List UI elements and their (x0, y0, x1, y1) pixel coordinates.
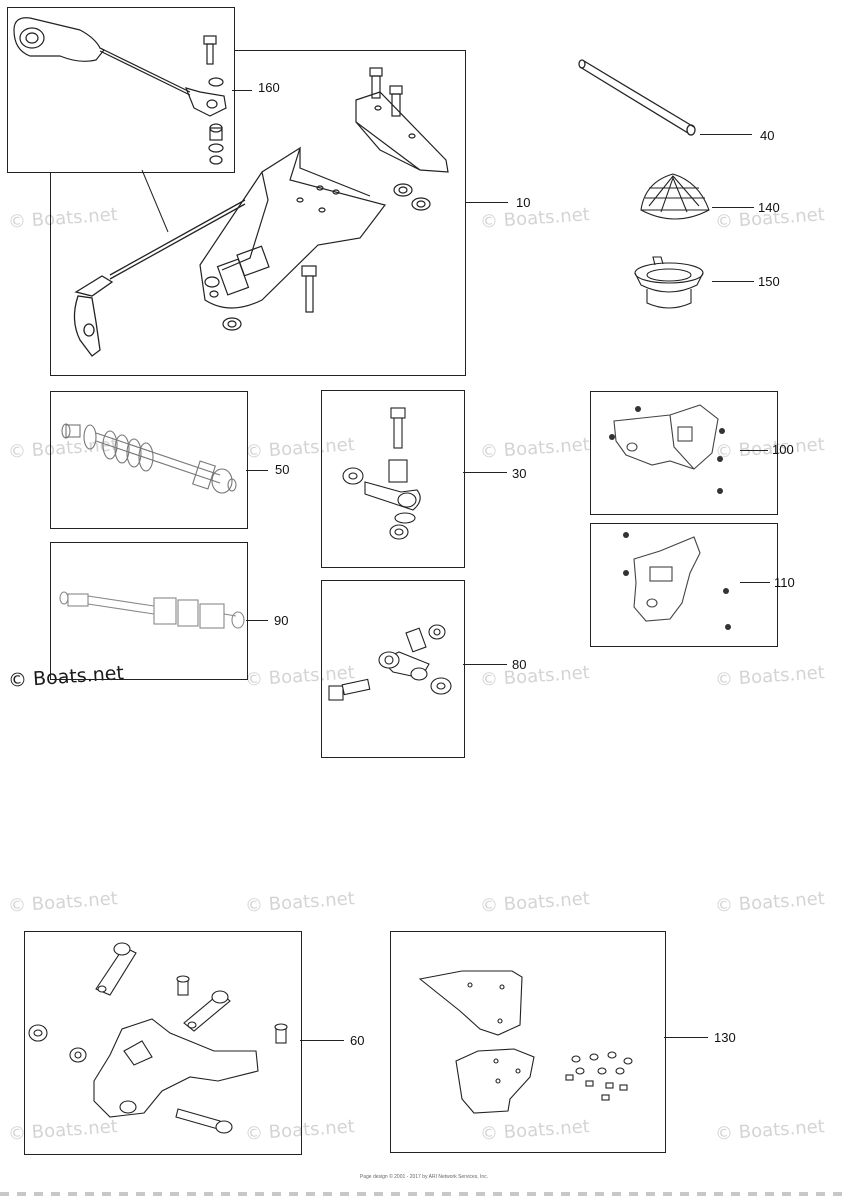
part-50-frame (50, 391, 248, 529)
bracket-kit-60-drawing (28, 942, 288, 1134)
part-130-frame (390, 931, 666, 1153)
part-10-frame (50, 50, 466, 376)
leader-line-40 (700, 134, 752, 135)
part-30-frame (321, 390, 465, 568)
rod-drawing (578, 59, 696, 136)
callout-50[interactable]: 50 (275, 462, 290, 477)
callout-40[interactable]: 40 (760, 128, 775, 143)
leader-line-140 (712, 207, 754, 208)
leader-line-100 (740, 450, 768, 451)
watermark: © Boats.net (714, 662, 826, 691)
callout-160[interactable]: 160 (258, 80, 280, 95)
leader-line-130 (664, 1037, 708, 1038)
callout-130[interactable]: 130 (714, 1030, 736, 1045)
watermark: © Boats.net (714, 888, 826, 917)
part-160-inset-frame (7, 7, 235, 173)
rod-end-bolt-drawing (342, 407, 421, 540)
part-80-frame (321, 580, 465, 758)
leader-line-90 (246, 620, 268, 621)
mount-bracket-110-drawing (623, 532, 731, 630)
leader-line-150 (712, 281, 754, 282)
leader-line-30 (463, 472, 507, 473)
watermark: © Boats.net (244, 888, 356, 917)
shift-cable-assembly-drawing (13, 17, 449, 357)
part-90-frame (50, 542, 248, 680)
part-100-frame (590, 391, 778, 515)
bottom-strip (0, 1192, 848, 1196)
part-60-frame (24, 931, 302, 1155)
filter-screen-drawing (640, 173, 710, 220)
mount-bracket-100-drawing (609, 404, 725, 494)
callout-140[interactable]: 140 (758, 200, 780, 215)
watermark: © Boats.net (479, 888, 591, 917)
leader-line-110 (740, 582, 770, 583)
callout-60[interactable]: 60 (350, 1033, 365, 1048)
shaft-assembly-90-drawing (59, 591, 245, 629)
shaft-assembly-drawing (61, 423, 237, 494)
leader-line-10 (466, 202, 508, 203)
page-footer: Page design © 2001 - 2017 by ARI Network… (359, 1174, 489, 1180)
leader-line-80 (463, 664, 507, 665)
watermark: © Boats.net (479, 662, 591, 691)
rod-end-80-drawing (328, 624, 452, 701)
callout-30[interactable]: 30 (512, 466, 527, 481)
watermark: © Boats.net (714, 1116, 826, 1145)
callout-150[interactable]: 150 (758, 274, 780, 289)
callout-10[interactable]: 10 (516, 195, 531, 210)
callout-100[interactable]: 100 (772, 442, 794, 457)
cap-drawing (634, 256, 704, 309)
callout-110[interactable]: 110 (774, 575, 795, 590)
plate-kit-130-drawing (418, 970, 633, 1114)
leader-line-60 (300, 1040, 344, 1041)
leader-line-160 (232, 90, 252, 91)
callout-90[interactable]: 90 (274, 613, 289, 628)
part-110-frame (590, 523, 778, 647)
watermark: © Boats.net (7, 888, 119, 917)
leader-line-50 (246, 470, 268, 471)
callout-80[interactable]: 80 (512, 657, 527, 672)
watermark: © Boats.net (479, 434, 591, 463)
